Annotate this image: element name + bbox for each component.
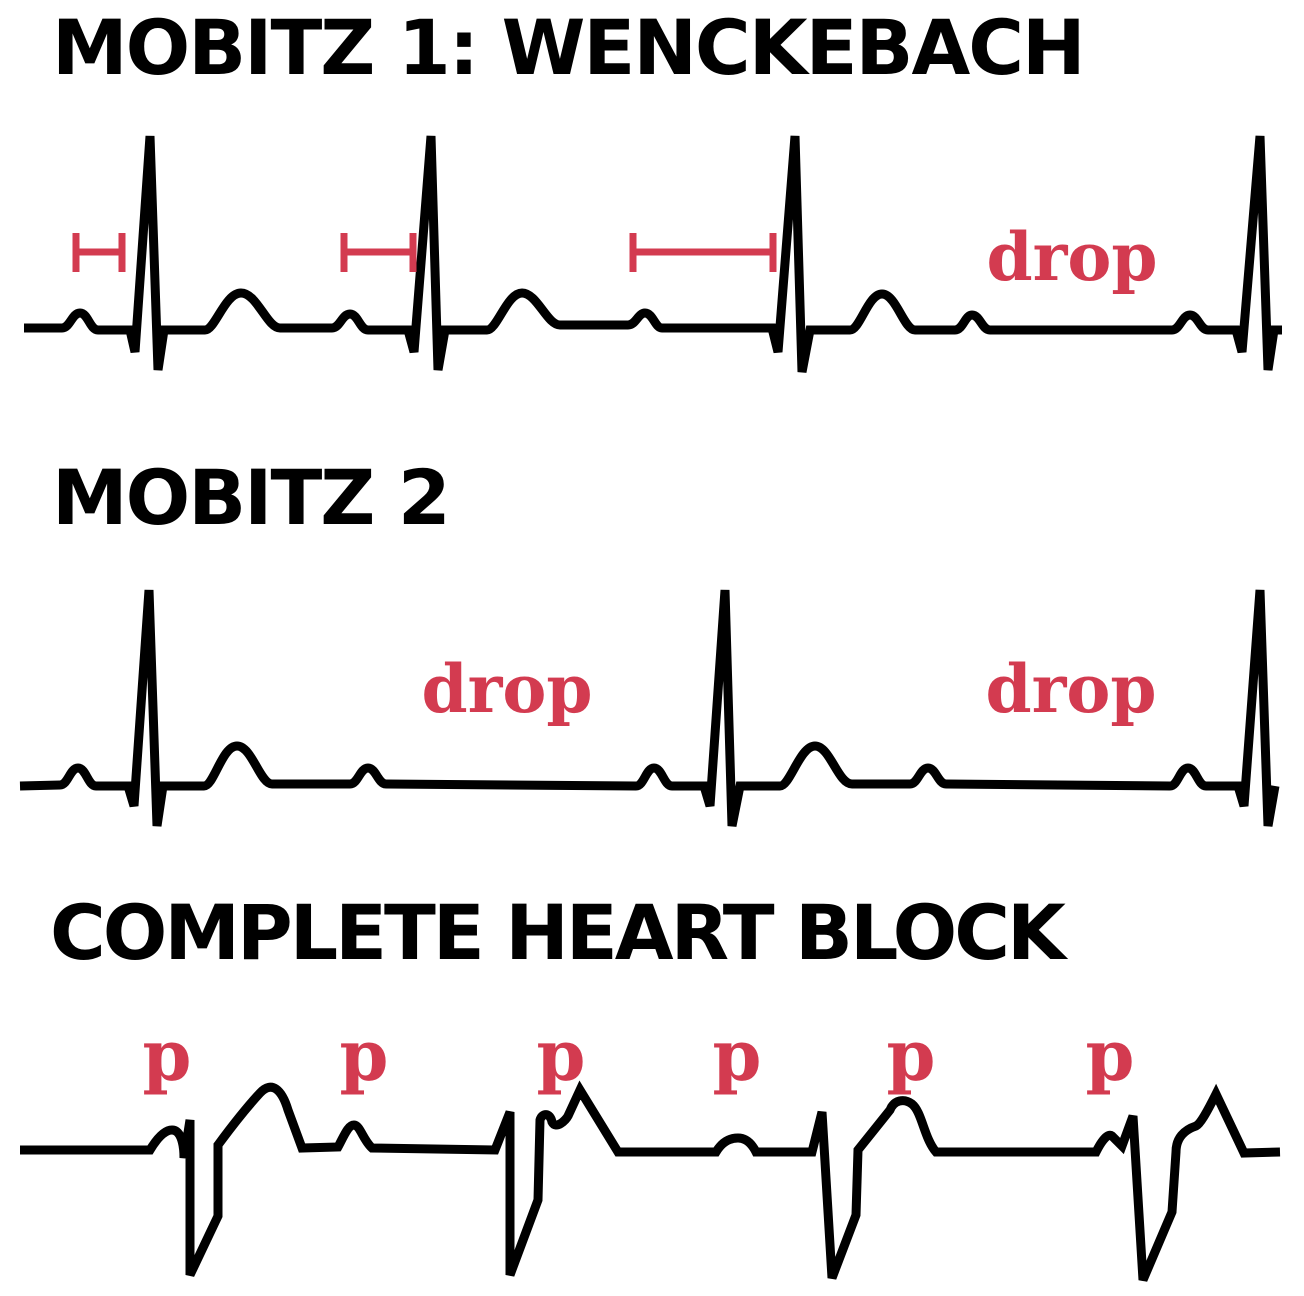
- drop-label: drop: [985, 650, 1156, 728]
- drop-label: drop: [421, 650, 592, 728]
- p-wave-label: p: [713, 1014, 762, 1097]
- pr-interval-marker: [72, 233, 126, 272]
- pr-interval-marker: [629, 233, 777, 272]
- title-mobitz-1: MOBITZ 1: WENCKEBACH: [52, 3, 1086, 92]
- p-wave-label: p: [537, 1014, 586, 1097]
- p-wave-label: p: [887, 1014, 936, 1097]
- p-wave-label: p: [340, 1014, 389, 1097]
- p-wave-label: p: [1086, 1014, 1135, 1097]
- mobitz-2-ecg-trace: [19, 589, 1280, 827]
- title-mobitz-2: MOBITZ 2: [52, 453, 451, 542]
- pr-interval-marker: [340, 233, 417, 272]
- drop-label: drop: [986, 218, 1157, 296]
- mobitz-1-ecg-trace: [24, 135, 1282, 373]
- title-complete-heart-block: COMPLETE HEART BLOCK: [50, 888, 1066, 977]
- p-wave-label: p: [143, 1014, 192, 1097]
- complete-heart-block-ecg-trace: [20, 1080, 1281, 1282]
